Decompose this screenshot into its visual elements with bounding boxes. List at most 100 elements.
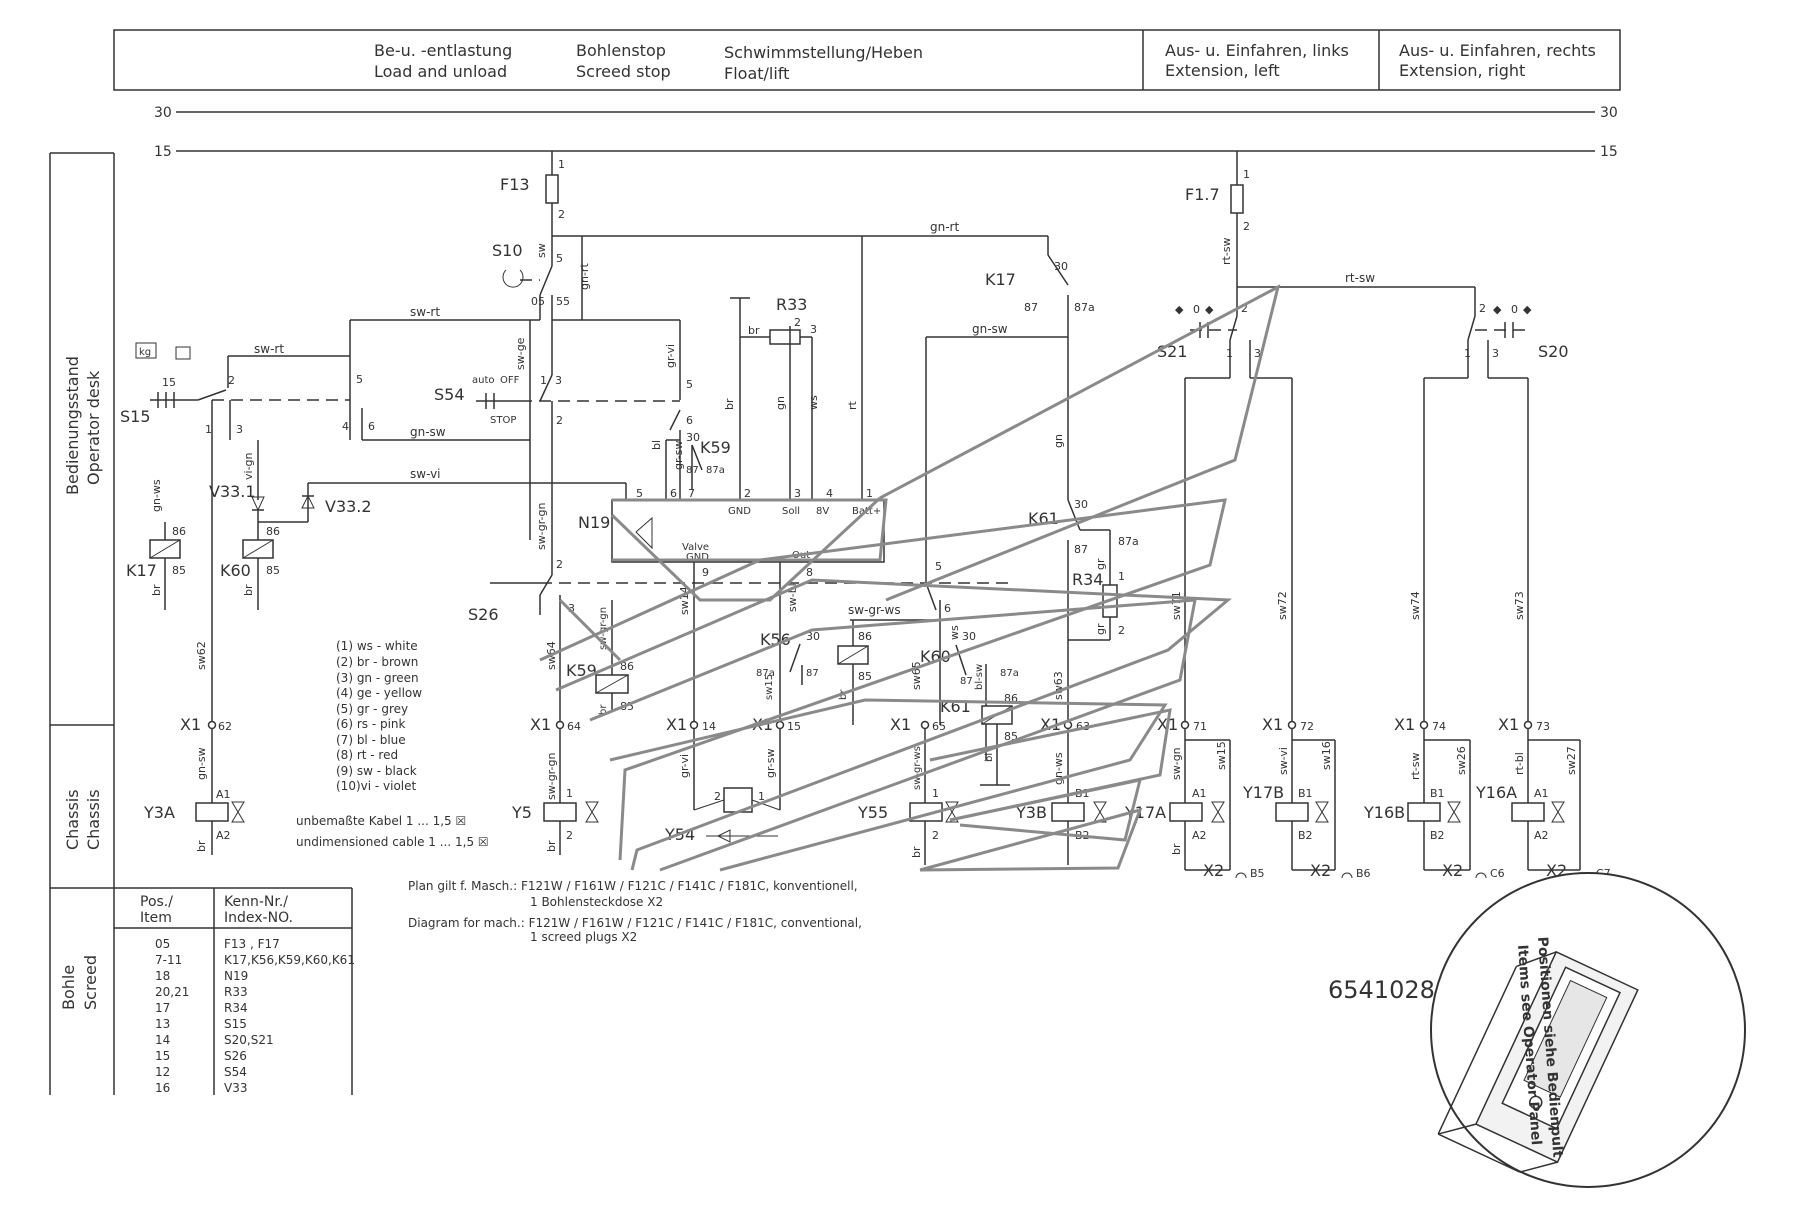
table-row-pos: 17 [155,1001,170,1015]
y55-pin-1: 1 [932,787,939,800]
k60-pin-86: 86 [266,525,280,538]
k17-pin-87a: 87a [1074,301,1095,314]
wire-sw-gr-gn: sw-gr-gn [545,753,558,800]
table-row-idx: S15 [224,1017,247,1031]
wire-bl: bl [650,440,663,450]
y55-pin-2: 2 [932,829,939,842]
label-x1-73: X1 [1498,715,1519,734]
y16b-pin-b2: B2 [1430,829,1445,842]
wire-sw63: sw63 [1052,671,1065,700]
n19-pin-8: 8 [806,566,813,579]
solenoid-y5 [543,802,577,822]
legend-item: (8) rt - red [336,748,398,762]
k56-pin-87: 87 [806,668,819,679]
wire-gn-sw: gn-sw [410,425,446,439]
k59-pin-87a: 87a [706,465,725,476]
cable-note-en: undimensioned cable 1 ... 1,5 ☒ [296,835,489,849]
wire-gr: gr [1094,558,1107,570]
wire-bl: bl [984,753,995,762]
wire-br: br [598,704,609,715]
wire-sw62: sw62 [195,641,208,670]
label-x1-72: X1 [1262,715,1283,734]
label-x2-c6: X2 [1442,861,1463,880]
k60-pin-87a: 87a [1000,668,1019,679]
s20-pin-2: 2 [1479,302,1486,315]
wire-rt-sw: rt-sw [1220,237,1233,265]
y3a-pin-a2: A2 [216,829,231,842]
k17-pin-87: 87 [1024,301,1038,314]
plan-notes: Plan gilt f. Masch.: F121W / F161W / F12… [408,879,1465,1004]
header-float-de: Schwimmstellung/Heben [724,43,923,62]
y5-pin-1: 1 [566,787,573,800]
k59-pin-87: 87 [686,465,699,476]
header-screedstop-en: Screed stop [576,62,671,81]
wire-br: br [545,840,558,852]
table-h1-de: Pos./ [140,894,173,910]
solenoid-y17a [1169,802,1203,822]
legend-item: (10)vi - violet [336,779,417,793]
legend-item: (9) sw - black [336,764,417,778]
y16a-pin-a1: A1 [1534,787,1549,800]
n19-pin-4: 4 [826,487,833,500]
label-v33-1: V33.1 [209,482,256,501]
wire-gn-rt: gn-rt [578,263,591,290]
wire-sw15: sw15 [764,674,775,700]
wire-vi-gn: vi-gn [242,452,255,480]
terminal-65: 65 [932,720,946,733]
s54-pin-2: 2 [556,414,563,427]
wire-rt-sw-top: rt-sw [1345,271,1375,285]
table-row-idx: K17,K56,K59,K60,K61 [224,953,355,967]
y54-pin-1: 1 [758,790,765,803]
solenoid-y16a [1511,802,1545,822]
wire-sw: sw [535,243,548,258]
wire-gn: gn [774,396,787,410]
n19-pin-3: 3 [794,487,801,500]
k61-pin-87: 87 [1074,543,1088,556]
table-row-pos: 05 [155,937,170,951]
wire-bl-sw: bl-sw [974,664,985,690]
s20-arrow-left: ◆ [1493,303,1502,316]
fuse-f17 [1230,184,1244,214]
s21-pin-1: 1 [1226,347,1233,360]
wire-br: br [723,398,736,410]
label-k60: K60 [220,561,251,580]
s15-pin-6: 6 [368,420,375,433]
k56-pin-30: 30 [806,630,820,643]
k60-pin-87: 87 [960,676,973,687]
label-x1-62: X1 [180,715,201,734]
label-s54: S54 [434,385,465,404]
terminal-b5: B5 [1250,867,1265,880]
solenoid-y3b [1051,802,1085,822]
label-n19: N19 [578,513,610,532]
label-y5: Y5 [511,803,532,822]
wire-sw72: sw72 [1276,591,1289,620]
terminal-64: 64 [567,720,581,733]
label-y55: Y55 [857,803,888,822]
header-ext-left-en: Extension, left [1165,61,1280,80]
k56-pin-87a: 87a [756,668,775,679]
wire-sw26: sw26 [1455,746,1468,775]
wire-gr-sw: gr-sw [764,748,777,778]
label-s10: S10 [492,241,523,260]
header-ext-right-en: Extension, right [1399,61,1525,80]
s54-stop: STOP [490,415,516,426]
header-ext-left-de: Aus- u. Einfahren, links [1165,41,1349,60]
header-box: Be-u. -entlastung Load and unload Bohlen… [113,29,1621,91]
wire-sw-vi: sw-vi [410,467,441,481]
rail-15-right: 15 [1600,144,1618,160]
r33-wire-br: br [748,324,760,337]
solenoid-y16b [1407,802,1441,822]
table-row-pos: 14 [155,1033,170,1047]
wire-br: br [195,840,208,852]
s10-pin-55: 55 [556,295,570,308]
k59-coil-pin-86: 86 [620,660,634,673]
label-r34: R34 [1072,570,1103,589]
operator-panel-illustration [1437,950,1639,1173]
s20-pin-1: 1 [1464,347,1471,360]
table-h2-de: Kenn-Nr./ [224,894,288,910]
f17-pin-2: 2 [1243,220,1250,233]
s54-auto: auto [472,375,495,386]
side-chassis-de: Chassis [63,789,82,850]
s15-pin-2: 2 [228,374,235,387]
solenoid-y3a [195,802,229,822]
